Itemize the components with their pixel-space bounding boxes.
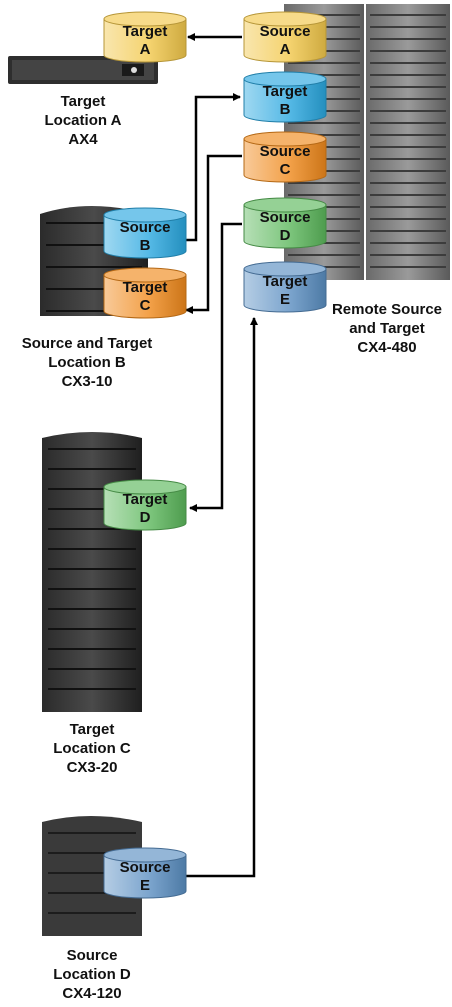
arrow-source-b-to-target-b [186,93,241,242]
cylinder-label-line2: D [140,509,151,526]
location-label-location-d: Source Location D CX4-120 [53,947,131,1002]
cylinder-label-line2: A [140,41,151,58]
arrow-source-c-to-target-c [185,154,242,314]
cylinder-label-line2: C [140,297,151,314]
cylinder-label-line2: B [140,237,151,254]
cylinder-label-line1: Target [263,83,308,100]
cylinder-label-line2: A [280,41,291,58]
cylinder-label-line2: B [280,101,291,118]
cylinder-label-line1: Source [120,219,171,236]
cylinder-label-line1: Source [260,23,311,40]
cylinder-label-line1: Target [123,23,168,40]
cylinder-label-line1: Target [263,273,308,290]
location-label-remote: Remote Source and Target CX4-480 [331,301,443,356]
cylinder-label-line1: Target [123,491,168,508]
cylinder-label-line2: E [280,291,290,308]
ax4-storage-unit-image [8,56,158,84]
arrow-source-d-to-target-d [189,222,242,512]
cylinder-label-line1: Source [260,209,311,226]
location-label-location-c: Target Location C CX3-20 [53,721,131,776]
location-label-target-a: Target Location A AX4 [44,93,122,148]
cylinder-label-line1: Source [120,859,171,876]
arrow-source-e-to-target-e [186,317,258,878]
connector-lines [185,33,258,878]
cylinder-label-line2: E [140,877,150,894]
cx4-120-storage-rack-image [42,816,142,936]
cylinder-label-line1: Source [260,143,311,160]
cx3-20-storage-rack-image [42,432,142,712]
cylinder-label-line1: Target [123,279,168,296]
location-label-location-b: Source and Target Location B CX3-10 [21,335,153,390]
cylinder-label-line2: C [280,161,291,178]
cylinder-label-line2: D [280,227,291,244]
